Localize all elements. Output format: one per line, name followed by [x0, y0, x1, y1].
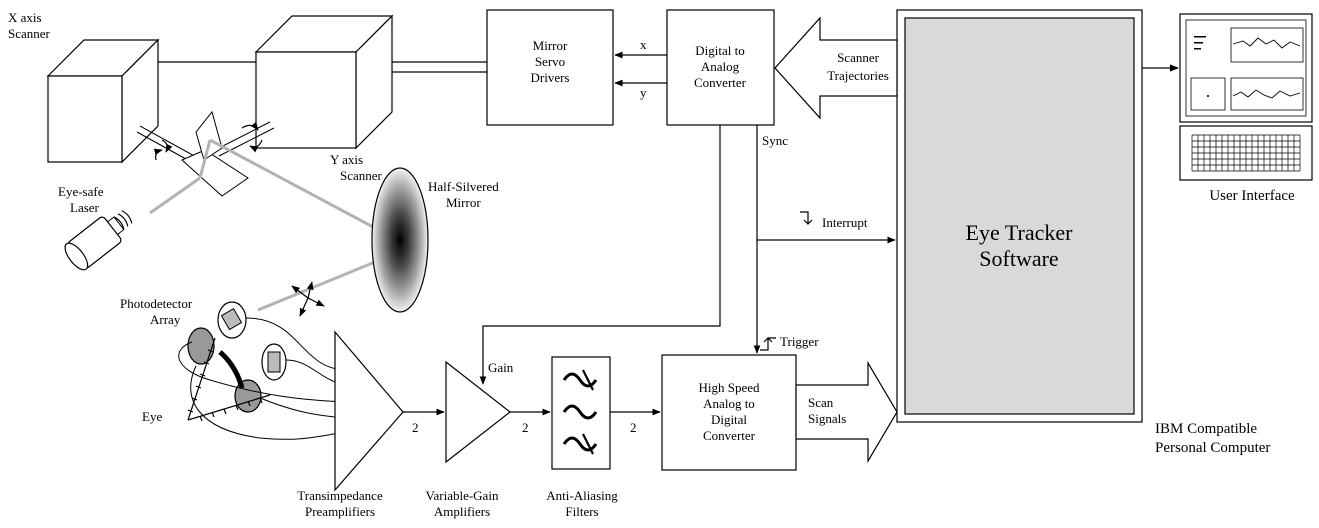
filter-waves: [562, 369, 598, 455]
scan-signals-label-2: Signals: [808, 411, 846, 426]
variable-gain-label-1: Variable-Gain: [426, 488, 499, 503]
scan-mirror-x: [181, 149, 249, 197]
ibm-pc-label-2: Personal Computer: [1155, 440, 1270, 456]
user-interface-monitor: [1179, 13, 1313, 181]
transimpedance-preamp: [334, 330, 404, 492]
sync-label: Sync: [762, 133, 788, 148]
scatter-arrows: [291, 281, 325, 317]
scanner-trajectories-label-2: Trajectories: [827, 68, 889, 83]
x-axis-scanner: [46, 38, 199, 165]
adc-label-3: Digital: [711, 412, 747, 427]
trigger-label: Trigger: [780, 334, 819, 349]
y-axis-scanner: [214, 14, 394, 157]
scanner-trajectories-label-1: Scanner: [837, 50, 880, 65]
laser-label-2: Laser: [70, 200, 100, 215]
eye-label: Eye: [142, 409, 162, 424]
mirror-label-1: Half-Silvered: [428, 179, 499, 194]
half-silvered-mirror: [371, 167, 429, 313]
laser-beam-path: [149, 138, 376, 312]
transimpedance-label-2: Preamplifiers: [305, 504, 375, 519]
photodetector-label-2: Array: [150, 312, 181, 327]
dac-box: [666, 9, 775, 126]
photodetector-array: [187, 301, 287, 413]
preamp-out-count: 2: [412, 420, 419, 435]
adc-label-1: High Speed: [698, 380, 760, 395]
dac-label-1: Digital to: [695, 43, 744, 58]
laser-label-1: Eye-safe: [58, 184, 104, 199]
dac-label-2: Analog: [701, 59, 740, 74]
keyboard-grid: [1191, 134, 1301, 172]
eye-safe-laser: [64, 210, 133, 271]
trigger-edge-icon: [760, 337, 776, 351]
adc-box: [661, 354, 797, 471]
anti-aliasing-filter-box: [551, 356, 611, 470]
variable-gain-amp: [445, 360, 511, 464]
anti-aliasing-label-2: Filters: [565, 504, 598, 519]
adc-label-4: Converter: [703, 428, 756, 443]
servo-label-1: Mirror: [533, 38, 568, 53]
y-scanner-label-1: Y axis: [330, 152, 363, 167]
dac-label-3: Converter: [694, 75, 747, 90]
y-scanner-label-2: Scanner: [340, 168, 383, 183]
filter-out-count: 2: [630, 420, 637, 435]
scanner-trajectories-arrow: [774, 16, 898, 120]
ibm-pc-label-1: IBM Compatible: [1155, 421, 1257, 437]
x-scanner-label-1: X axis: [8, 10, 42, 25]
mirror-label-2: Mirror: [446, 195, 481, 210]
transimpedance-label-1: Transimpedance: [297, 488, 383, 503]
scan-signals-arrow: [795, 360, 898, 464]
vga-out-count: 2: [522, 420, 529, 435]
servo-label-2: Servo: [535, 54, 565, 69]
interrupt-label: Interrupt: [822, 215, 868, 230]
photodetector-label-1: Photodetector: [120, 296, 193, 311]
eye-tracker-software-box: [904, 17, 1135, 415]
scan-signals-label-1: Scan: [808, 395, 834, 410]
user-interface-label: User Interface: [1209, 188, 1295, 204]
x-label: x: [640, 37, 647, 52]
servo-label-3: Drivers: [531, 70, 570, 85]
gain-control-line: [479, 125, 721, 385]
software-label-1: Eye Tracker: [966, 220, 1074, 245]
anti-aliasing-label-1: Anti-Aliasing: [546, 488, 618, 503]
y-label: y: [640, 85, 647, 100]
adc-label-2: Analog to: [703, 396, 755, 411]
x-scanner-label-2: Scanner: [8, 26, 51, 41]
software-label-2: Software: [979, 246, 1058, 271]
gain-label: Gain: [488, 360, 514, 375]
interrupt-edge-icon: [800, 211, 813, 225]
eye-drawing: [187, 337, 271, 422]
variable-gain-label-2: Amplifiers: [434, 504, 490, 519]
mirror-servo-box: [486, 9, 614, 126]
